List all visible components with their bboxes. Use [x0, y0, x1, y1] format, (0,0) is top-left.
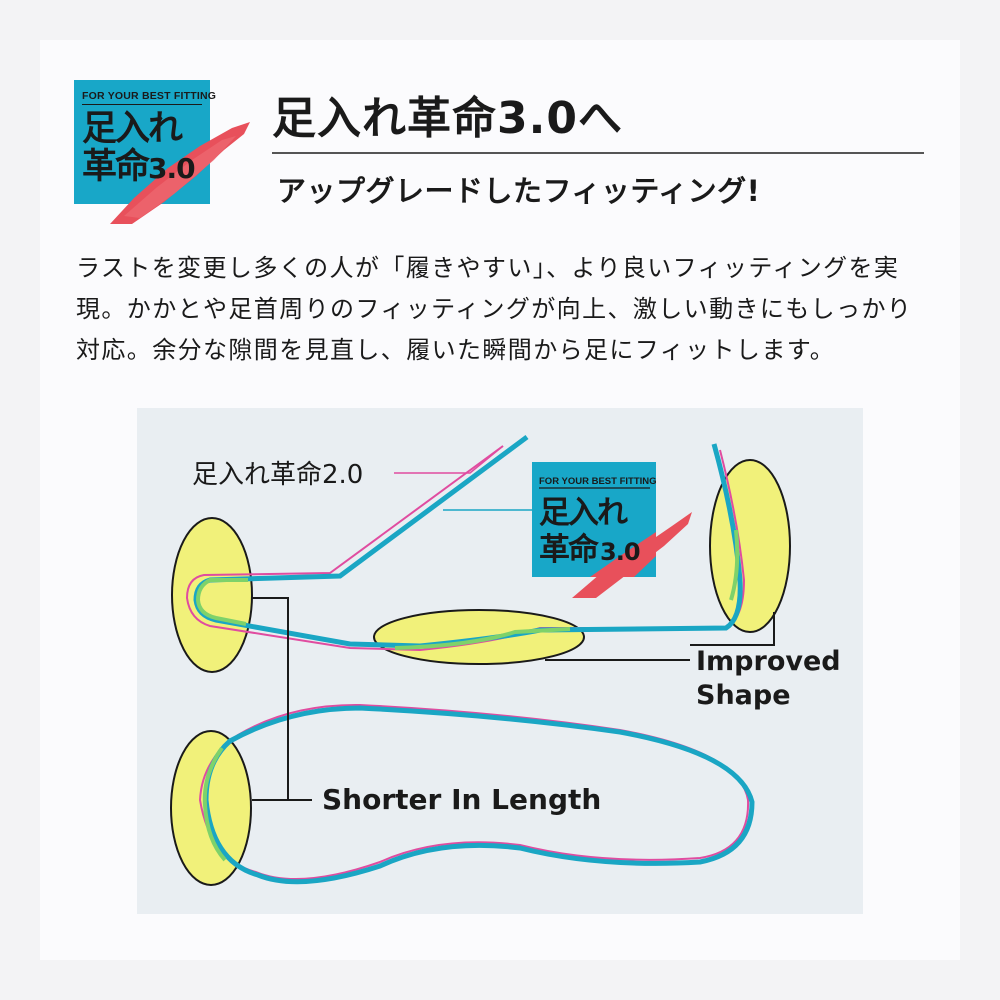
heel-fit-line	[202, 746, 227, 862]
diagram-logo-tagline: FOR YOUR BEST FITTING	[539, 476, 657, 487]
logo-tagline: FOR YOUR BEST FITTING	[82, 90, 216, 105]
diagram-logo: FOR YOUR BEST FITTING 足入れ 革命 3.0	[532, 462, 692, 598]
shorter-leader-line	[252, 597, 312, 801]
improved-label-line-1: Improved	[696, 646, 841, 677]
legacy-version-label: 足入れ革命2.0	[192, 460, 363, 490]
logo-line-1: 足入れ	[82, 109, 183, 149]
improved-fit-line	[195, 529, 740, 650]
shorter-length-label: Shorter In Length	[322, 783, 601, 816]
diagram-logo-version: 3.0	[600, 538, 640, 566]
toe-heel-highlight	[170, 730, 252, 886]
diagram-logo-line-1: 足入れ	[539, 495, 628, 531]
legacy-leader-line	[394, 445, 504, 474]
logo-version: 3.0	[148, 152, 196, 185]
title-divider	[272, 152, 924, 154]
diagram-logo-brush-overlap	[590, 532, 656, 577]
diagram-logo-line-2: 革命	[539, 532, 600, 568]
description-text: ラストを変更し多くの人が「履きやすい」、より良いフィッティングを実現。かかとや足…	[76, 254, 913, 364]
heel-highlight	[171, 517, 253, 673]
paint-brush-stroke	[110, 122, 250, 224]
page-subtitle: アップグレードしたフィッティング!	[277, 174, 761, 208]
page-title: 足入れ革命3.0へ	[272, 93, 623, 144]
brand-logo: FOR YOUR BEST FITTING 足入れ 革命3.0	[74, 80, 250, 224]
ankle-highlight	[709, 459, 791, 633]
improved-label-line-2: Shape	[696, 680, 791, 711]
new-top-outline	[203, 705, 755, 885]
logo-line-2: 革命3.0	[82, 147, 196, 187]
logo-line-2-main: 革命	[82, 147, 150, 187]
improved-leader-line	[545, 612, 775, 661]
